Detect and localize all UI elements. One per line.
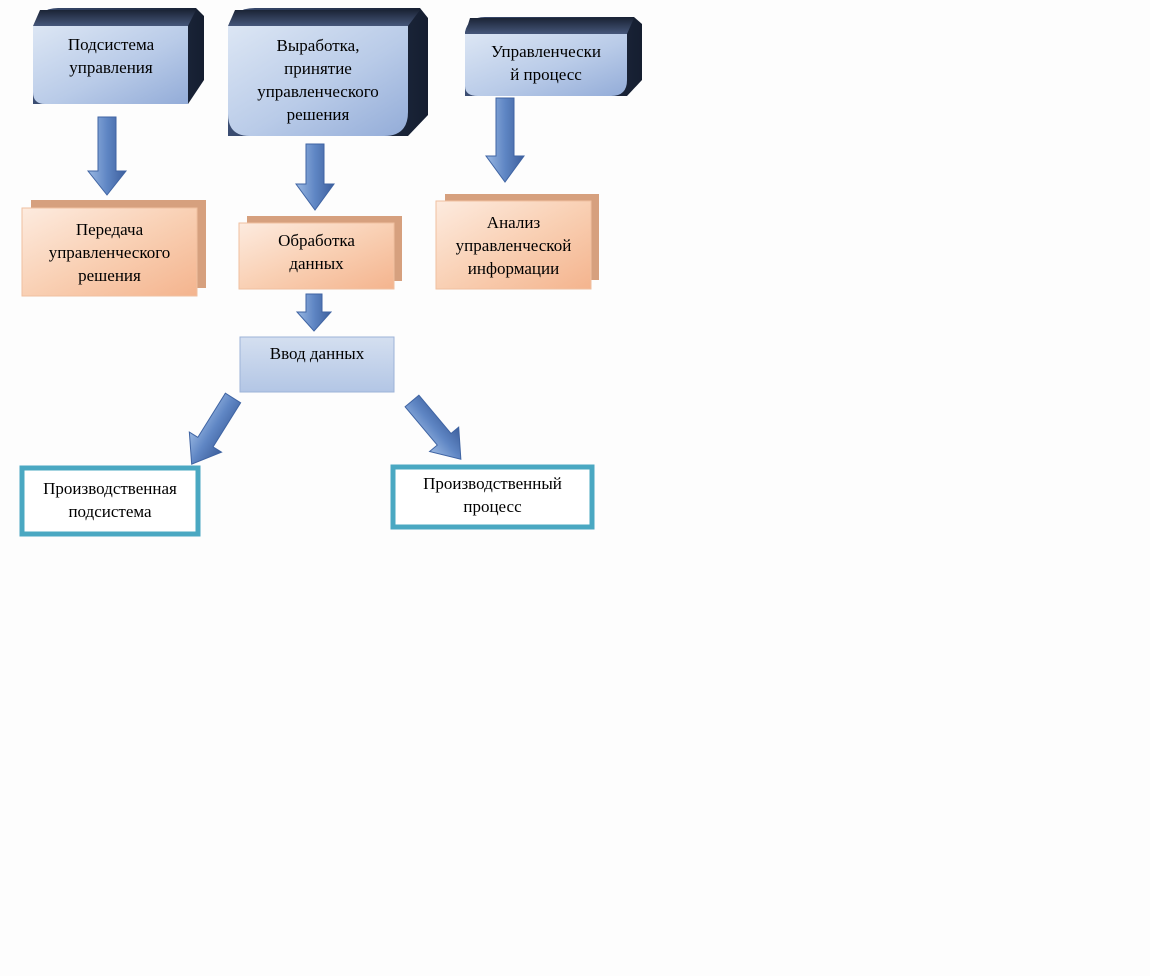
- information-analysis-box: [435, 194, 599, 290]
- arrow-control-to-transfer: [86, 116, 128, 196]
- management-process-box: [465, 17, 642, 96]
- production-process-box: [390, 464, 595, 530]
- data-processing-box: [238, 216, 402, 290]
- decision-making-box: [228, 8, 428, 136]
- control-subsystem-box: [33, 8, 204, 104]
- arrow-input-to-production-process: [404, 394, 462, 460]
- production-subsystem-box: [19, 465, 201, 537]
- arrow-processing-to-input: [295, 293, 333, 332]
- arrow-input-to-production-subsystem: [188, 392, 242, 465]
- arrow-process-to-analysis: [485, 97, 525, 183]
- data-input-box: [239, 336, 395, 393]
- decision-transfer-box: [21, 200, 206, 297]
- arrow-decision-to-processing: [295, 143, 335, 211]
